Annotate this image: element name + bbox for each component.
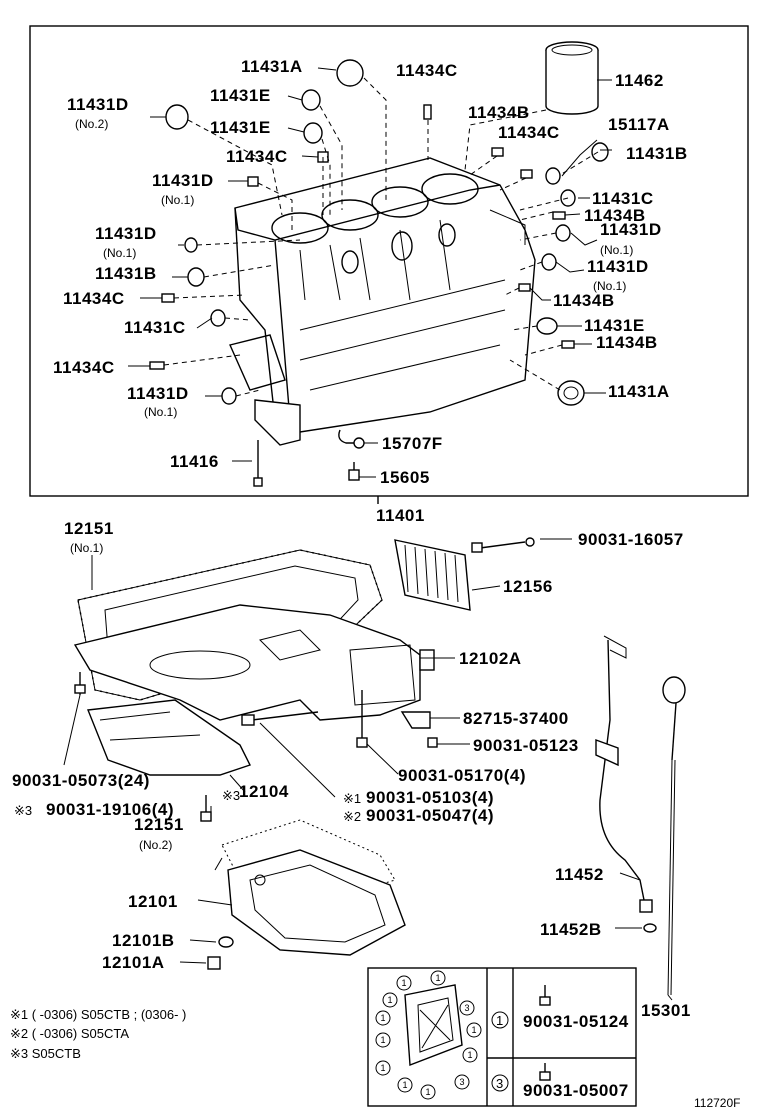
label-11431b: 11431B	[626, 144, 688, 163]
label-11431d-no1-sub: (No.1)	[600, 243, 634, 257]
label-11434b: 11434B	[584, 206, 646, 225]
label-11462: 11462	[615, 71, 664, 90]
footnote-1: ※1 ( -0306) S05CTB ; (0306- )	[10, 1007, 187, 1022]
label-12101b: 12101B	[112, 931, 175, 950]
footnote-2: ※2 ( -0306) S05CTA	[10, 1026, 130, 1041]
label-15707f: 15707F	[382, 434, 443, 453]
svg-text:1: 1	[401, 978, 406, 988]
legend-part-3: 90031-05007	[523, 1081, 629, 1100]
label-11431d-no1: 11431D	[127, 384, 189, 403]
label-82715-37400: 82715-37400	[463, 709, 569, 728]
label-11431d-no1-sub: (No.1)	[144, 405, 178, 419]
label-90031-05170: 90031-05170(4)	[398, 766, 526, 785]
legend-key-3: 3	[496, 1076, 504, 1091]
label-11431e: 11431E	[210, 86, 271, 105]
label-90031-05073: 90031-05073(24)	[12, 771, 150, 790]
label-11434c: 11434C	[396, 61, 458, 80]
label-11431d-no2: 11431D	[67, 95, 129, 114]
label-12101a: 12101A	[102, 953, 165, 972]
label-11431d-no1: 11431D	[600, 220, 662, 239]
mark-ref-1: ※1	[343, 791, 362, 806]
legend-key-1: 1	[496, 1013, 504, 1028]
dipstick-guide-11452	[599, 639, 646, 906]
label-11434b: 11434B	[596, 333, 658, 352]
svg-text:1: 1	[380, 1063, 385, 1073]
label-11434b: 11434B	[553, 291, 615, 310]
label-11431d-no1: 11431D	[152, 171, 214, 190]
mark-ref-3: ※3	[222, 788, 241, 803]
svg-text:1: 1	[380, 1013, 385, 1023]
svg-text:3: 3	[459, 1077, 464, 1087]
label-11431d-no1-sub: (No.1)	[593, 279, 627, 293]
label-11416: 11416	[170, 452, 219, 471]
label-12151-no1-sub: (No.1)	[70, 541, 104, 555]
oil-pan-lower-12101	[227, 849, 406, 956]
label-11431d-no1: 11431D	[95, 224, 157, 243]
label-block-assembly: 11401	[376, 506, 425, 525]
footnote-3: ※3 S05CTB	[10, 1046, 81, 1061]
label-11431e: 11431E	[210, 118, 271, 137]
engine-block-frame	[29, 25, 749, 497]
gasket-12151-no2	[221, 819, 396, 901]
baffle-12104	[87, 699, 251, 776]
svg-text:1: 1	[467, 1050, 472, 1060]
svg-text:3: 3	[464, 1003, 469, 1013]
figure-id: 112720F	[694, 1096, 741, 1110]
label-90031-16057: 90031-16057	[578, 530, 684, 549]
label-11431c: 11431C	[592, 189, 654, 208]
label-11431e: 11431E	[584, 316, 645, 335]
stiffener-12156	[394, 539, 471, 611]
label-11452b: 11452B	[540, 920, 602, 939]
label-11434b: 11434B	[468, 103, 530, 122]
label-11431a: 11431A	[608, 382, 670, 401]
label-11452: 11452	[555, 865, 604, 884]
label-11431d-no1: 11431D	[587, 257, 649, 276]
label-90031-05047: 90031-05047(4)	[366, 806, 494, 825]
label-11431c: 11431C	[124, 318, 186, 337]
label-12104: 12104	[239, 782, 289, 801]
label-12151-no1: 12151	[64, 519, 114, 538]
svg-text:1: 1	[435, 973, 440, 983]
mark-ref-3: ※3	[14, 803, 33, 818]
svg-text:1: 1	[425, 1087, 430, 1097]
svg-text:1: 1	[380, 1035, 385, 1045]
svg-text:1: 1	[402, 1080, 407, 1090]
label-11431d-no2-sub: (No.2)	[75, 117, 109, 131]
dipstick-15301	[662, 676, 686, 996]
label-15605: 15605	[380, 468, 430, 487]
label-15117a: 15117A	[608, 115, 670, 134]
label-90031-05103: 90031-05103(4)	[366, 788, 494, 807]
label-11434c: 11434C	[63, 289, 125, 308]
mark-ref-2: ※2	[343, 809, 362, 824]
svg-text:1: 1	[471, 1025, 476, 1035]
label-12151-no2-sub: (No.2)	[139, 838, 173, 852]
legend-part-1: 90031-05124	[523, 1012, 629, 1031]
label-11431a: 11431A	[241, 57, 303, 76]
label-11431d-no1-sub: (No.1)	[103, 246, 137, 260]
plug-11431a-top	[336, 59, 364, 87]
label-15301: 15301	[641, 1001, 691, 1020]
label-11434c: 11434C	[53, 358, 115, 377]
liner-11462	[545, 41, 599, 115]
label-12156: 12156	[503, 577, 553, 596]
svg-text:1: 1	[387, 995, 392, 1005]
label-12102a: 12102A	[459, 649, 522, 668]
label-90031-05123: 90031-05123	[473, 736, 579, 755]
label-12151-no2: 12151	[134, 815, 184, 834]
label-11431b: 11431B	[95, 264, 157, 283]
label-12101: 12101	[128, 892, 178, 911]
label-90031-19106: 90031-19106(4)	[46, 800, 174, 819]
label-11431d-no1-sub: (No.1)	[161, 193, 195, 207]
cylinder-block-illustration	[229, 157, 536, 446]
oil-pan-upper-12102a	[73, 604, 435, 721]
label-11434c: 11434C	[226, 147, 288, 166]
label-11434c: 11434C	[498, 123, 560, 142]
